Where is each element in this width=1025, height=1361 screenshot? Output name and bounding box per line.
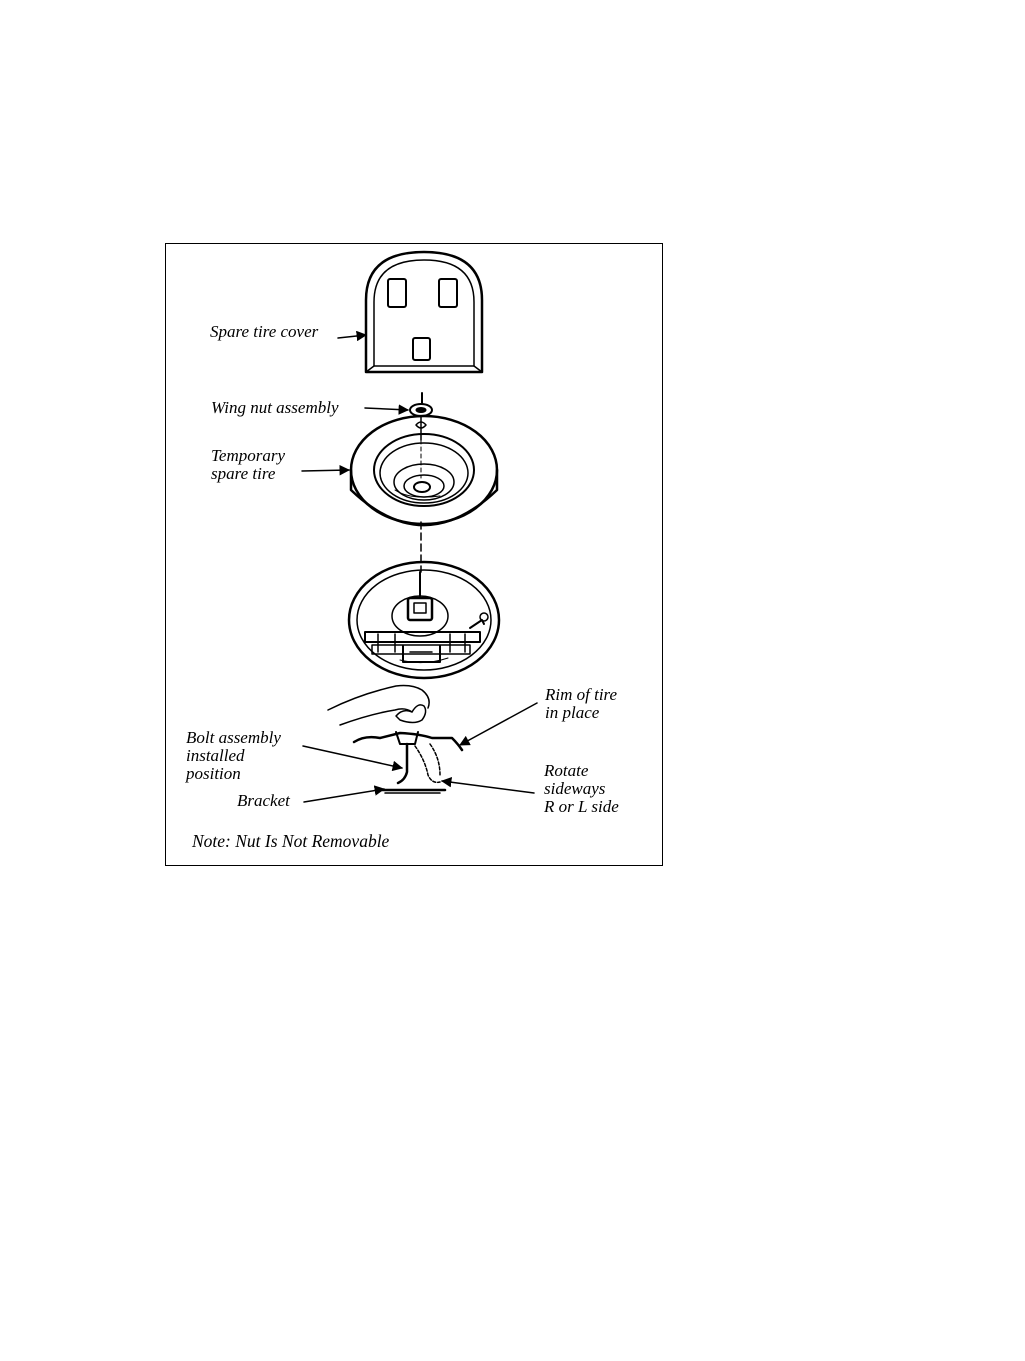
label-spare-tire-cover: Spare tire cover — [210, 323, 318, 341]
arrow-rim-of-tire — [460, 703, 537, 745]
spare-tire-cover-drawing — [366, 252, 482, 372]
arrow-wing-nut — [365, 408, 408, 410]
label-wing-nut-assembly: Wing nut assembly — [211, 399, 339, 417]
diagram-note: Note: Nut Is Not Removable — [192, 832, 389, 850]
bolt-assembly-drawing — [328, 686, 462, 794]
wheel-well-drawing — [349, 562, 499, 678]
temporary-spare-tire-drawing — [351, 416, 497, 525]
label-rim-of-tire: Rim of tire in place — [545, 686, 617, 722]
arrow-spare-tire-cover — [338, 335, 366, 338]
label-rotate-sideways: Rotate sideways R or L side — [544, 762, 619, 816]
arrow-bracket — [304, 789, 384, 802]
label-temporary-spare-tire: Temporary spare tire — [211, 447, 285, 483]
label-bracket: Bracket — [237, 792, 290, 810]
label-bolt-assembly: Bolt assembly installed position — [186, 729, 281, 783]
arrow-bolt-assembly — [303, 746, 402, 768]
arrow-temporary-spare-tire — [302, 470, 349, 471]
arrow-rotate — [442, 781, 534, 793]
